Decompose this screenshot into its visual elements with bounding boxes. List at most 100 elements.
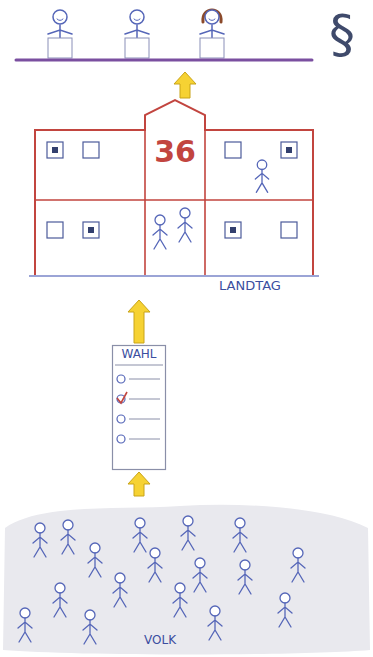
flow-arrow — [174, 72, 196, 98]
figure-body — [153, 225, 167, 249]
stick-figure — [148, 548, 162, 582]
people-crowd: VOLK — [0, 498, 373, 657]
figure-head — [293, 548, 303, 558]
ballot-title: WAHL — [121, 348, 156, 361]
figure-smile — [209, 19, 215, 21]
lectern — [48, 38, 72, 58]
figure-body — [18, 618, 32, 642]
stick-figure — [133, 518, 147, 552]
parliament-building: 36LANDTAG — [35, 100, 313, 298]
figure-body — [113, 583, 127, 607]
figure-body — [133, 528, 147, 552]
figure-body — [178, 218, 192, 242]
stick-figure — [208, 606, 222, 640]
figure-head — [53, 10, 67, 24]
crowd-label: VOLK — [144, 634, 176, 647]
ballot-cross — [117, 392, 127, 403]
ballot-line — [129, 379, 160, 380]
building-label: LANDTAG — [219, 279, 281, 293]
lectern — [125, 38, 149, 58]
figure-body — [83, 620, 97, 644]
stick-figure — [18, 608, 32, 642]
figure-head — [115, 573, 125, 583]
figure-head — [240, 560, 250, 570]
figure-head — [135, 518, 145, 528]
stick-figure — [173, 583, 187, 617]
figure-body — [291, 558, 305, 582]
figure-head — [235, 518, 245, 528]
ballot-paper — [113, 346, 166, 470]
stick-figure — [233, 518, 247, 552]
window — [47, 142, 63, 158]
lectern — [200, 38, 224, 58]
figure-body — [61, 530, 75, 554]
stick-figure — [88, 543, 102, 577]
ballot-line — [129, 419, 160, 420]
stick-figure — [61, 520, 75, 554]
people-crowd-drawing — [0, 498, 373, 657]
government-member — [125, 10, 149, 58]
seat-count: 36 — [154, 135, 196, 168]
crowd-ground — [3, 505, 370, 655]
window-figure — [52, 147, 58, 153]
figure-head — [205, 10, 219, 24]
government-member — [48, 10, 72, 58]
window — [281, 222, 297, 238]
window-figure — [230, 227, 236, 233]
window-figure — [286, 147, 292, 153]
figure-head — [183, 516, 193, 526]
figure-body — [148, 558, 162, 582]
figure-body — [208, 616, 222, 640]
window-figure — [88, 227, 94, 233]
figure-body — [238, 570, 252, 594]
window — [47, 222, 63, 238]
stick-figure — [53, 583, 67, 617]
flow-arrow — [128, 472, 150, 496]
ground-line — [29, 275, 319, 276]
ballot-option — [117, 435, 125, 443]
stick-figure — [153, 215, 167, 249]
window — [225, 142, 241, 158]
stick-figure — [113, 573, 127, 607]
ballot-line — [129, 439, 160, 440]
figure-body — [173, 593, 187, 617]
window — [83, 222, 99, 238]
stick-figure — [238, 560, 252, 594]
figure-smile — [134, 19, 140, 21]
stick-figure — [255, 160, 268, 192]
figure-body — [53, 593, 67, 617]
figure-body — [233, 528, 247, 552]
building-outline — [35, 100, 313, 275]
figure-body — [193, 568, 207, 592]
figure-head — [180, 208, 190, 218]
window — [281, 142, 297, 158]
figure-head — [55, 583, 65, 593]
figure-head — [155, 215, 165, 225]
government-member — [200, 10, 224, 58]
stick-figure — [291, 548, 305, 582]
government-bench — [16, 59, 312, 62]
figure-smile — [57, 19, 63, 21]
figure-head — [210, 606, 220, 616]
government-panel: § — [12, 4, 367, 70]
stick-figure — [33, 523, 47, 557]
ballot-box-drawing — [112, 345, 166, 470]
figure-body — [255, 170, 268, 193]
ballot-rule — [115, 365, 163, 366]
figure-body — [88, 553, 102, 577]
figure-body — [33, 533, 47, 557]
stick-figure — [83, 610, 97, 644]
stick-figure — [181, 516, 195, 550]
figure-body — [181, 526, 195, 550]
figure-head — [130, 10, 144, 24]
figure-head — [20, 608, 30, 618]
figure-head — [257, 160, 267, 170]
ballot-option — [117, 375, 125, 383]
figure-head — [195, 558, 205, 568]
stick-figure — [178, 208, 192, 242]
law-symbol: § — [329, 6, 355, 63]
parliament-building-drawing — [35, 100, 313, 298]
ballot-option — [117, 415, 125, 423]
stick-figure — [278, 593, 292, 627]
